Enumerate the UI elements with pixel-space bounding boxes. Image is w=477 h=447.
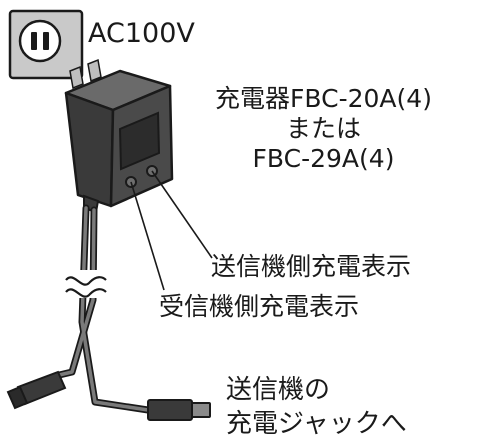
charger-adapter-icon	[64, 69, 174, 214]
destination-line-1: 送信機の	[226, 375, 331, 405]
destination-label: 送信機の 充電ジャックへ	[226, 373, 407, 441]
receiver-indicator-label: 受信機側充電表示	[159, 292, 360, 321]
transmitter-plug-icon	[147, 399, 211, 421]
charging-cables	[51, 204, 152, 414]
ac-voltage-label: AC100V	[88, 18, 195, 49]
wall-outlet-icon	[8, 9, 84, 80]
transmitter-indicator-label: 送信機側充電表示	[211, 252, 412, 281]
leader-lines	[130, 170, 213, 291]
plug-prongs	[69, 58, 102, 90]
destination-line-2: 充電ジャックへ	[226, 409, 407, 439]
cable-break-icon	[64, 270, 108, 298]
charger-model-label: 充電器FBC-20A(4) または FBC-29A(4)	[176, 84, 471, 174]
receiver-plug-icon	[6, 370, 67, 410]
charger-model-line-3: FBC-29A(4)	[252, 144, 395, 173]
charger-model-line-2: または	[285, 114, 361, 143]
charger-model-line-1: 充電器FBC-20A(4)	[215, 84, 432, 113]
